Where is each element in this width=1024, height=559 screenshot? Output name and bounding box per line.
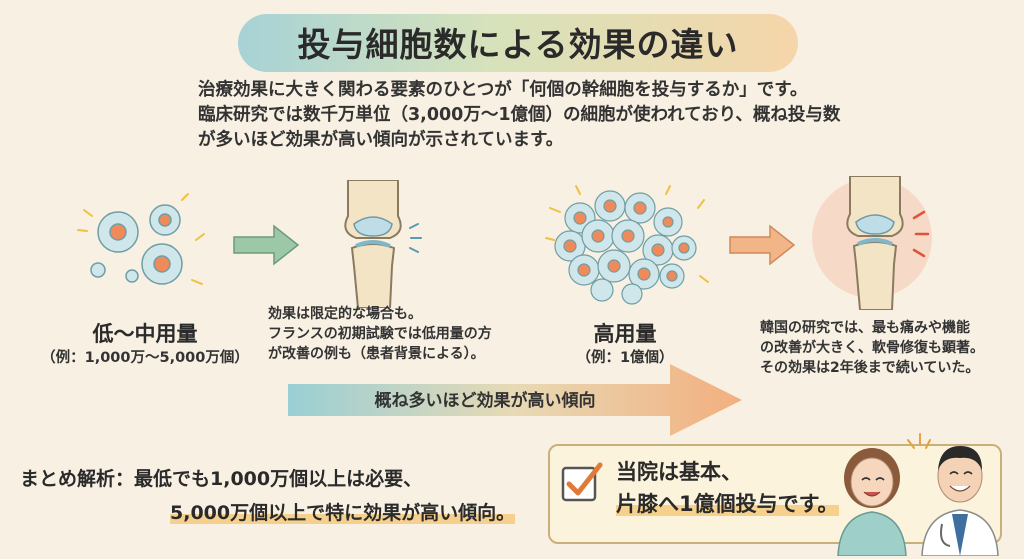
- high-dose-note: 韓国の研究では、最も痛みや機能 の改善が大きく、軟骨修復も顕著。 その効果は2年…: [760, 318, 984, 378]
- summary-line-2: 5,000万個以上で特に効果が高い傾向。: [170, 502, 516, 524]
- intro-line-2: 臨床研究では数千万単位（3,000万〜1億個）の細胞が使われており、概ね投与数: [198, 105, 841, 125]
- arrow-right-icon: [233, 224, 300, 266]
- clinic-policy-text: 当院は基本、 片膝へ1億個投与です。: [616, 456, 839, 520]
- trend-arrow-label: 概ね多いほど効果が高い傾向: [374, 391, 596, 411]
- checkbox-checked-icon: [561, 462, 603, 502]
- high-dose-cells-illustration: [545, 185, 709, 305]
- clinic-line-1: 当院は基本、: [616, 460, 742, 484]
- intro-line-1: 治療効果に大きく関わる要素のひとつが「何個の幹細胞を投与するか」です。: [198, 80, 808, 100]
- knee-joint-icon: [344, 180, 422, 308]
- high-dose-label: 高用量: [593, 322, 657, 346]
- high-note-line-1: 韓国の研究では、最も痛みや機能: [760, 320, 970, 336]
- intro-text: 治療効果に大きく関わる要素のひとつが「何個の幹細胞を投与するか」です。 臨床研究…: [198, 78, 841, 153]
- high-dose-example: （例：1億個）: [576, 350, 674, 366]
- low-note-line-1: 効果は限定的な場合も。: [268, 306, 422, 322]
- page-title: 投与細胞数による効果の違い: [297, 25, 739, 64]
- patient-doctor-illustration: [837, 433, 999, 556]
- title-highlight: [238, 14, 798, 72]
- low-dose-cells-illustration: [77, 193, 205, 285]
- low-dose-label: 低〜中用量: [92, 322, 198, 346]
- high-note-line-2: の改善が大きく、軟骨修復も顕著。: [760, 340, 984, 356]
- low-note-line-3: が改善の例も（患者背景による）。: [268, 346, 485, 362]
- summary-line-1: 最低でも1,000万個以上は必要、: [134, 468, 423, 490]
- arrow-right-icon-2: [729, 224, 796, 266]
- low-dose-example: （例：1,000万〜5,000万個）: [41, 350, 249, 366]
- summary-analysis: まとめ解析：最低でも1,000万個以上は必要、 5,000万個以上で特に効果が高…: [20, 462, 516, 530]
- low-dose-note: 効果は限定的な場合も。 フランスの初期試験では低用量の方 が改善の例も（患者背景…: [268, 304, 492, 364]
- clinic-line-2: 片膝へ1億個投与です。: [616, 492, 839, 516]
- low-note-line-2: フランスの初期試験では低用量の方: [268, 326, 492, 342]
- high-note-line-3: その効果は2年後まで続いていた。: [760, 360, 980, 376]
- intro-line-3: が多いほど効果が高い傾向が示されています。: [198, 130, 564, 150]
- healthy-knee-icon: [812, 176, 932, 310]
- summary-label: まとめ解析：: [20, 468, 135, 490]
- trend-arrow-icon: [288, 364, 742, 436]
